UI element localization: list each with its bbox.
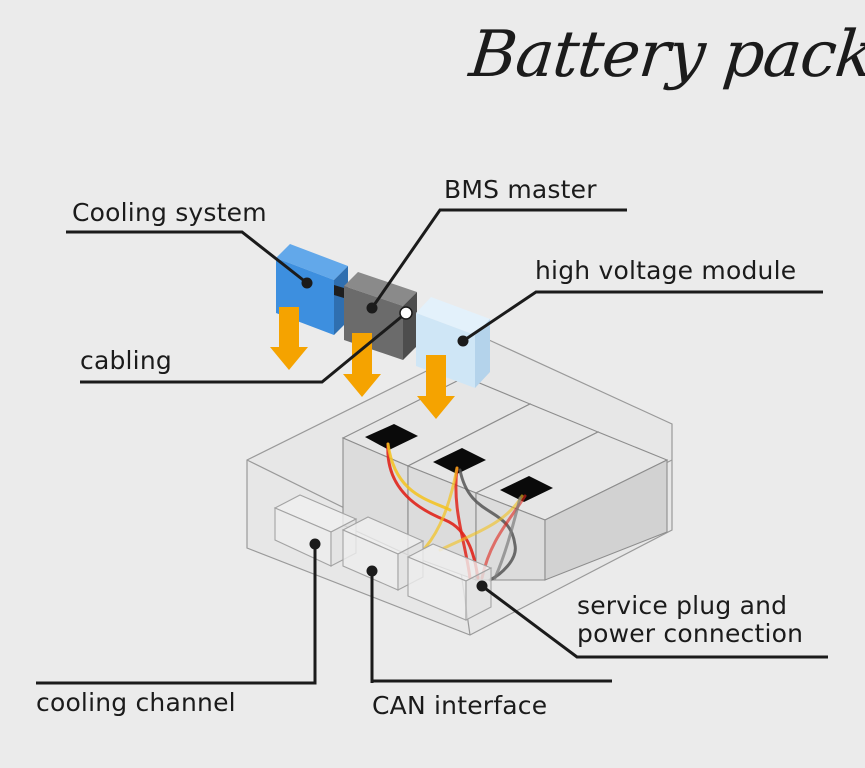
cable-yellow-2 [423,466,459,550]
cable-yellow-3 [438,494,524,552]
dot-cooling-channel [309,538,321,550]
arrow-high-voltage-module [417,355,455,419]
cable-yellow-1 [386,442,452,512]
label-service-plug: service plug and power connection [577,592,803,648]
arrow-cooling-system [270,307,308,370]
arrow-bms-master [343,333,381,397]
label-bms-master: BMS master [444,175,597,204]
leader-service-plug [481,584,828,659]
terminal-3 [500,476,553,502]
cable-gray-2 [493,496,522,580]
leader-high-voltage-module [462,290,823,343]
cable-red-1 [386,442,480,580]
label-cooling-system: Cooling system [72,198,267,227]
dot-high-voltage-module [457,335,469,347]
dot-bms-master [366,302,378,314]
dot-cabling [399,306,413,320]
dot-can-interface [366,565,378,577]
cable-gray-1 [458,468,517,582]
dot-service-plug [476,580,488,592]
cables [386,442,527,582]
front-components [273,494,493,621]
placement-arrows [270,307,455,419]
leader-cooling-channel [36,544,317,685]
label-cabling: cabling [80,346,172,375]
leader-cabling [80,311,407,384]
label-cooling-channel: cooling channel [36,688,236,717]
terminal-1 [365,424,418,450]
leader-lines [36,208,828,685]
module-terminals [365,424,553,502]
terminal-2 [433,448,486,474]
dot-cooling-system [301,277,313,289]
diagram-title: Battery pack [466,18,865,92]
leader-cooling-system [66,230,308,285]
label-service-plug-line1: service plug and [577,591,788,620]
label-service-plug-line2: power connection [577,619,804,648]
label-can-interface: CAN interface [372,691,548,720]
leader-dots [301,277,488,592]
label-high-voltage-module: high voltage module [535,256,797,285]
leader-bms-master [370,208,627,309]
